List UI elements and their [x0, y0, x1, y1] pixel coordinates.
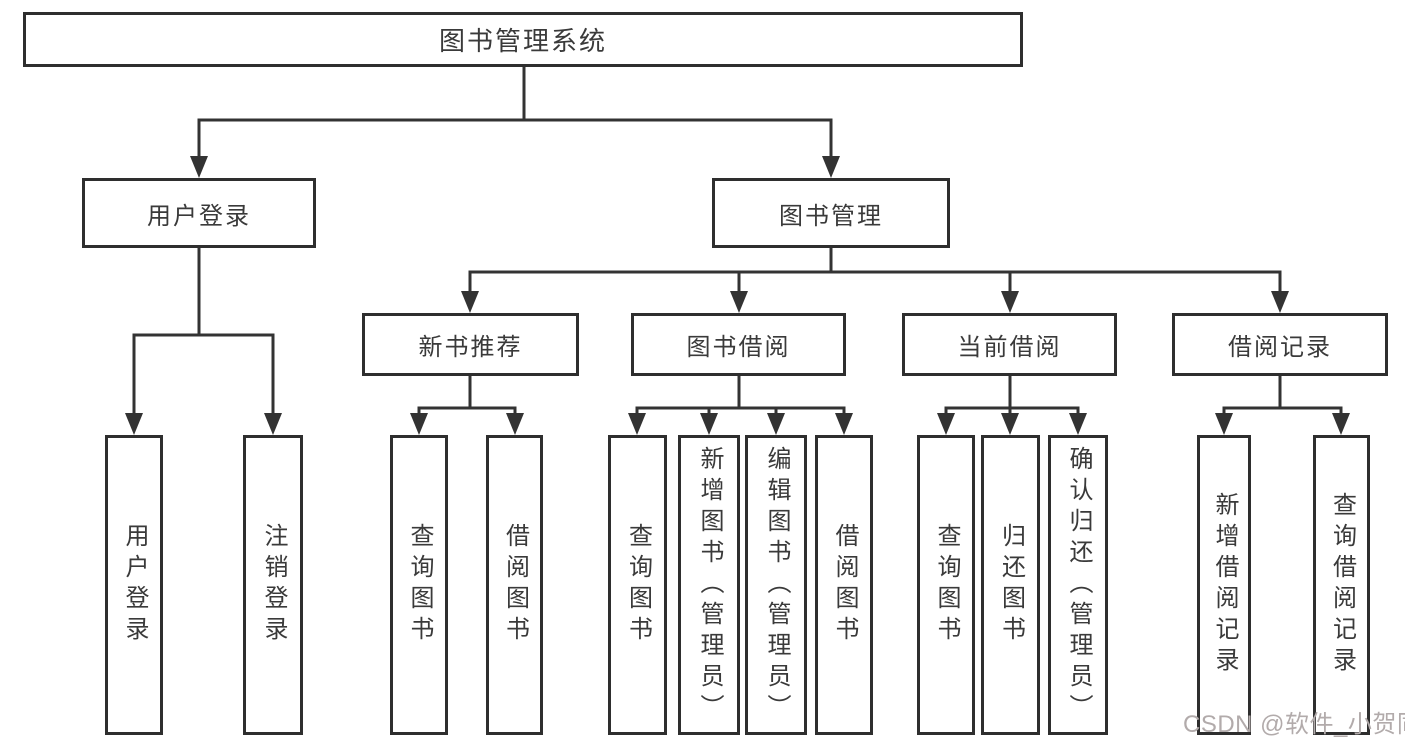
- leaf-user-login: 用户登录: [105, 435, 163, 735]
- leaf-return-books: 归还图书: [981, 435, 1040, 735]
- leaf-query-books-current: 查询图书: [917, 435, 975, 735]
- node-root-label: 图书管理系统: [438, 26, 607, 56]
- leaf-query-books-borrowing: 查询图书: [608, 435, 667, 735]
- leaf-query-borrow-record: 查询借阅记录: [1313, 435, 1370, 735]
- node-user-login: 用户登录: [82, 178, 316, 248]
- node-borrow-records-label: 借阅记录: [1228, 334, 1332, 361]
- leaf-query-books-recommend-label: 查询图书: [406, 523, 433, 647]
- csdn-watermark: CSDN @软件_小贺同学: [1183, 711, 1405, 738]
- leaf-confirm-return-admin-label: 确认归还（管理员）: [1065, 445, 1092, 725]
- leaf-return-books-label: 归还图书: [997, 523, 1025, 647]
- leaf-borrow-books-recommend-label: 借阅图书: [501, 523, 529, 647]
- leaf-query-books-borrowing-label: 查询图书: [624, 523, 652, 647]
- node-new-book-recommend-label: 新书推荐: [418, 334, 523, 361]
- leaf-borrow-books-label: 借阅图书: [831, 523, 858, 647]
- node-current-borrowing: 当前借阅: [902, 313, 1117, 376]
- leaf-edit-books-admin-label: 编辑图书（管理员）: [763, 445, 790, 725]
- connector-paths: [132, 67, 1343, 416]
- leaf-query-books-current-label: 查询图书: [933, 523, 960, 647]
- node-new-book-recommend: 新书推荐: [362, 313, 579, 376]
- node-current-borrowing-label: 当前借阅: [957, 334, 1062, 361]
- leaf-add-borrow-record: 新增借阅记录: [1197, 435, 1251, 735]
- leaf-logout-label: 注销登录: [260, 523, 287, 647]
- leaf-add-borrow-record-label: 新增借阅记录: [1211, 492, 1238, 678]
- leaf-user-login-label: 用户登录: [121, 523, 148, 647]
- leaf-borrow-books: 借阅图书: [815, 435, 873, 735]
- node-root: 图书管理系统: [23, 12, 1023, 67]
- leaf-query-borrow-record-label: 查询借阅记录: [1328, 492, 1356, 678]
- node-book-borrowing-label: 图书借阅: [686, 334, 791, 361]
- node-borrow-records: 借阅记录: [1172, 313, 1388, 376]
- leaf-edit-books-admin: 编辑图书（管理员）: [745, 435, 807, 735]
- leaf-add-books-admin: 新增图书（管理员）: [678, 435, 740, 735]
- arrowheads: [125, 156, 1350, 435]
- leaf-borrow-books-recommend: 借阅图书: [486, 435, 543, 735]
- leaf-confirm-return-admin: 确认归还（管理员）: [1048, 435, 1108, 735]
- leaf-add-books-admin-label: 新增图书（管理员）: [696, 445, 723, 725]
- node-user-login-label: 用户登录: [147, 202, 251, 230]
- leaf-logout: 注销登录: [243, 435, 303, 735]
- node-book-borrowing: 图书借阅: [631, 313, 846, 376]
- leaf-query-books-recommend: 查询图书: [390, 435, 448, 735]
- node-book-management: 图书管理: [712, 178, 950, 248]
- node-book-management-label: 图书管理: [779, 202, 883, 230]
